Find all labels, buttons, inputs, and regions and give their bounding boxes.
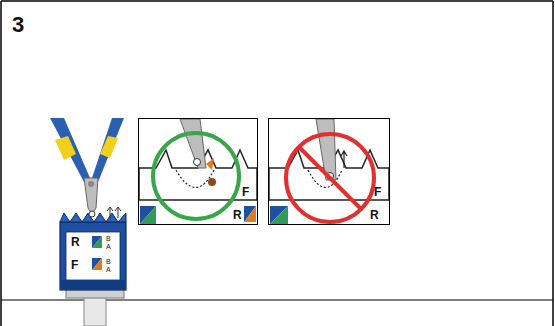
row-letter: F [71, 259, 78, 271]
row-letter: F [242, 186, 249, 198]
pair-letter: A [106, 243, 111, 250]
correct-inset [139, 119, 258, 225]
cable [66, 286, 124, 326]
step-number: 3 [12, 14, 24, 36]
row-letter: R [233, 209, 242, 221]
keystone-jack [60, 213, 126, 290]
pair-letter: A [106, 266, 111, 273]
pair-letter: B [106, 235, 111, 242]
row-letter: F [374, 186, 381, 198]
wrong-inset [269, 119, 390, 225]
row-letter: R [370, 209, 379, 221]
cutting-pliers [50, 118, 124, 218]
pair-letter: B [106, 258, 111, 265]
row-letter: R [71, 236, 80, 248]
